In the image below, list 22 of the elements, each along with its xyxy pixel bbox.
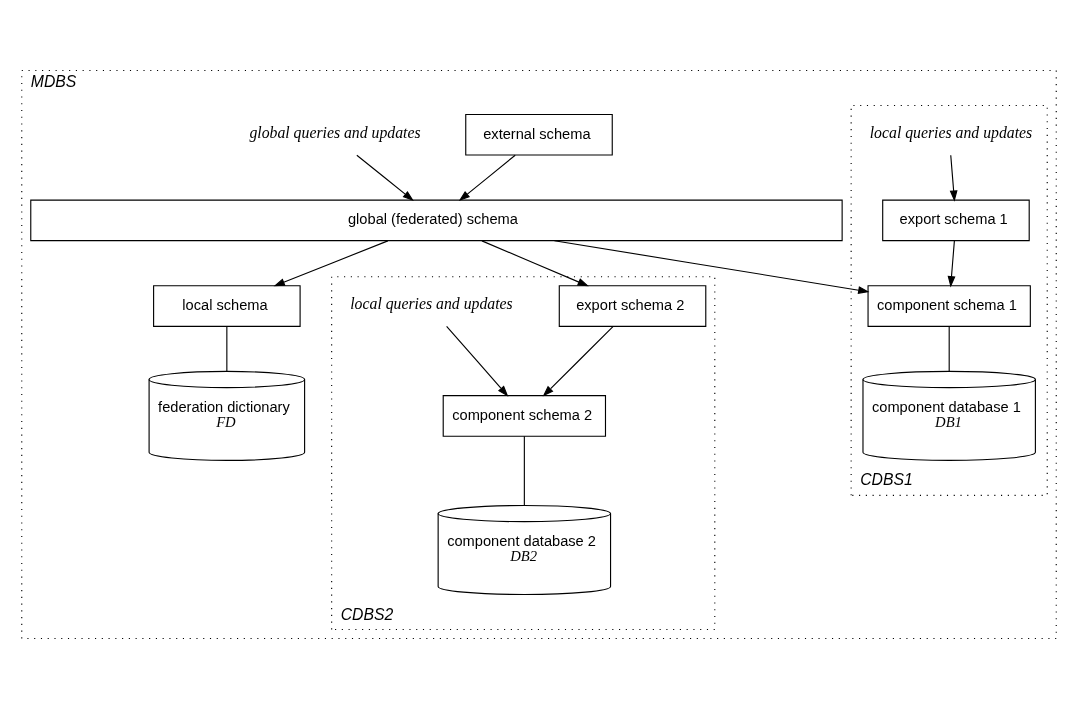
node-text: global queries and updates <box>249 123 421 141</box>
arrow <box>949 154 958 202</box>
node-box: export schema 2 <box>558 285 707 327</box>
arrow <box>947 240 956 288</box>
arrow <box>481 240 589 287</box>
connector <box>523 435 525 506</box>
connector <box>948 325 950 372</box>
node-box: export schema 1 <box>882 199 1030 242</box>
node-box: component schema 2 <box>442 395 607 437</box>
node-box: global (federated) schema <box>30 199 843 242</box>
arrow <box>273 240 389 287</box>
arrow <box>542 325 614 397</box>
connector <box>226 325 228 372</box>
node-box: external schema <box>465 113 613 156</box>
arrow <box>446 325 509 397</box>
arrow <box>553 240 870 295</box>
arrow <box>356 154 414 202</box>
node-text: local queries and updates <box>350 295 513 313</box>
node-box: local schema <box>153 285 301 327</box>
arrow <box>458 154 516 202</box>
node-box: component schema 1 <box>867 285 1031 327</box>
node-text: local queries and updates <box>869 123 1033 141</box>
